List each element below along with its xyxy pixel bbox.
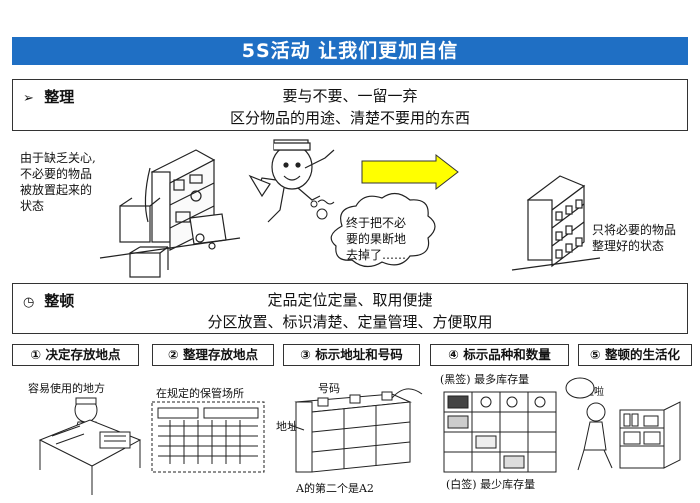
step-3-caption: 号码 <box>318 382 340 395</box>
seiton-heading-text: 整顿 <box>44 292 75 310</box>
running-person-icon <box>248 139 335 223</box>
seiri-line-2: 区分物品的用途、清楚不要用的东西 <box>229 109 470 127</box>
step-4-label: ④ 标示品种和数量 <box>430 344 569 366</box>
arrow-bullet-icon: ➢ <box>23 91 34 106</box>
workbench-icon <box>38 397 142 495</box>
clock-icon: ◷ <box>23 295 35 310</box>
address-rack-icon <box>289 388 423 473</box>
step-3-address: 地址 <box>276 420 298 433</box>
inventory-shelf-icon <box>443 391 557 473</box>
seiton-line-2: 分区放置、标识清楚、定量管理、方便取用 <box>207 313 493 331</box>
banner-title: 5S活动 让我们更加自信 <box>12 37 688 65</box>
seiton-heading: ◷ 整顿 <box>23 290 74 311</box>
seiri-right-note: 只将必要的物品 整理好的状态 <box>592 223 677 253</box>
step-2-caption: 在规定的保管场所 <box>156 387 244 400</box>
step-5-label: ⑤ 整顿的生活化 <box>578 344 692 366</box>
seiri-heading: ➢ 整理 <box>23 86 74 107</box>
seiri-cloud-note: 终于把不必 要的果断地 去掉了…… <box>346 216 407 262</box>
transition-arrow-icon <box>361 153 459 191</box>
step-1-label: ① 决定存放地点 <box>12 344 139 366</box>
step-3-bottom: A的第二个是A2 <box>296 482 374 495</box>
seiri-heading-text: 整理 <box>44 88 75 106</box>
seiton-section: ◷ 整顿 定品定位定量、取用便捷 分区放置、标识清楚、定量管理、方便取用 <box>12 283 688 334</box>
seiton-steps: ① 决定存放地点 ② 整理存放地点 ③ 标示地址和号码 ④ 标示品种和数量 ⑤ … <box>12 344 692 366</box>
seiri-line-1: 要与不要、一留一弃 <box>282 87 418 105</box>
step-3-label: ③ 标示地址和号码 <box>283 344 420 366</box>
seiton-line-1: 定品定位定量、取用便捷 <box>267 291 433 309</box>
step-4-bottom: (白签) 最少库存量 <box>446 478 536 491</box>
seiri-left-note: 由于缺乏关心, 不必要的物品 被放置起来的 状态 <box>20 151 96 213</box>
thought-cloud-icon <box>330 192 436 268</box>
step-2-label: ② 整理存放地点 <box>152 344 274 366</box>
step-1-caption: 容易使用的地方 <box>28 382 105 395</box>
tidy-life-icon <box>565 377 681 471</box>
messy-shelf-icon <box>99 149 241 278</box>
seiri-section: ➢ 整理 要与不要、一留一弃 区分物品的用途、清楚不要用的东西 <box>12 79 688 131</box>
tidy-shelf-icon <box>511 175 601 271</box>
motion-lines-icon <box>317 199 335 205</box>
storage-layout-icon <box>151 401 265 473</box>
step-4-caption: (黑签) 最多库存量 <box>440 373 530 386</box>
